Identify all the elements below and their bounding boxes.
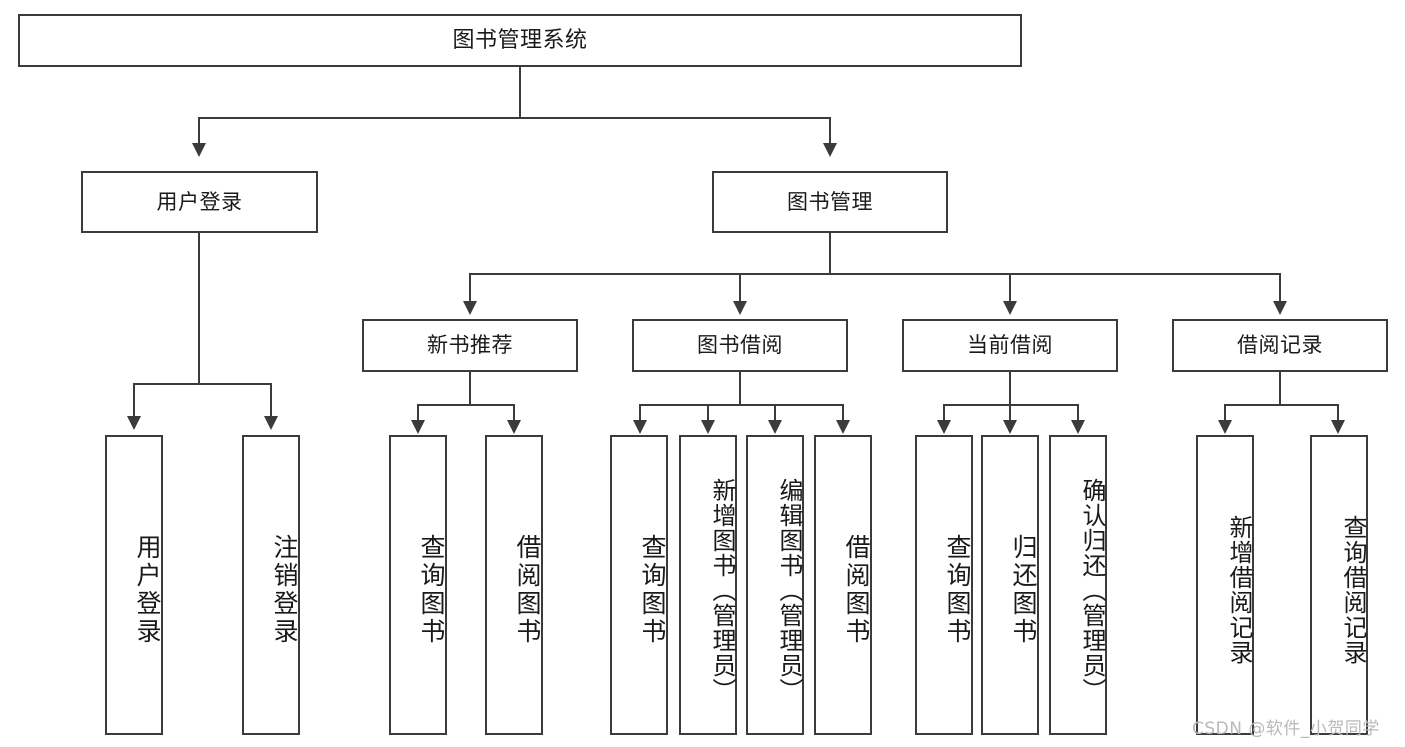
connector-br-drop-2 xyxy=(1337,404,1339,422)
node-borrow-record[interactable]: 借阅记录 xyxy=(1172,319,1388,372)
leaf-br-add-record[interactable]: 新增借阅记录 xyxy=(1196,435,1254,735)
connector-bb-drop-1 xyxy=(639,404,641,422)
connector-nbr-drop-2 xyxy=(513,404,515,422)
leaf-br-query-record[interactable]: 查询借阅记录 xyxy=(1310,435,1368,735)
leaf-cb-confirm-return[interactable]: 确认归还（管理员） xyxy=(1049,435,1107,735)
arrowhead-user-login xyxy=(192,143,206,157)
arrowhead-new-book-recommend xyxy=(463,301,477,315)
leaf-logout[interactable]: 注销登录 xyxy=(242,435,300,735)
connector-br-stem xyxy=(1279,372,1281,405)
connector-cb-drop-1 xyxy=(943,404,945,422)
connector-nbr-bus xyxy=(417,404,515,406)
node-current-borrow[interactable]: 当前借阅 xyxy=(902,319,1118,372)
connector-br-bus xyxy=(1224,404,1339,406)
connector-root-stem xyxy=(519,67,521,118)
node-root-system[interactable]: 图书管理系统 xyxy=(18,14,1022,67)
arrowhead-bb-query-book xyxy=(633,420,647,434)
connector-l3-drop-2 xyxy=(739,273,741,303)
arrowhead-book-manage xyxy=(823,143,837,157)
arrowhead-leaf-user-login xyxy=(127,416,141,430)
leaf-bb-add-book[interactable]: 新增图书（管理员） xyxy=(679,435,737,735)
connector-br-drop-1 xyxy=(1224,404,1226,422)
arrowhead-cb-confirm-return xyxy=(1071,420,1085,434)
arrowhead-br-query-record xyxy=(1331,420,1345,434)
leaf-cb-return-book[interactable]: 归还图书 xyxy=(981,435,1039,735)
arrowhead-bb-edit-book xyxy=(768,420,782,434)
leaf-bb-edit-book[interactable]: 编辑图书（管理员） xyxy=(746,435,804,735)
arrowhead-borrow-record xyxy=(1273,301,1287,315)
connector-nbr-stem xyxy=(469,372,471,405)
arrowhead-cb-return-book xyxy=(1003,420,1017,434)
arrowhead-leaf-logout xyxy=(264,416,278,430)
node-book-manage[interactable]: 图书管理 xyxy=(712,171,948,233)
leaf-nbr-borrow-book[interactable]: 借阅图书 xyxy=(485,435,543,735)
connector-user-login-drop-1 xyxy=(133,383,135,418)
connector-user-login-drop-2 xyxy=(270,383,272,418)
connector-book-manage-stem xyxy=(829,233,831,274)
connector-user-login-bus xyxy=(133,383,272,385)
connector-bb-drop-4 xyxy=(842,404,844,422)
leaf-bb-borrow-book[interactable]: 借阅图书 xyxy=(814,435,872,735)
connector-root-to-user-login xyxy=(198,117,200,145)
connector-nbr-drop-1 xyxy=(417,404,419,422)
arrowhead-book-borrow xyxy=(733,301,747,315)
connector-cb-drop-3 xyxy=(1077,404,1079,422)
node-book-borrow[interactable]: 图书借阅 xyxy=(632,319,848,372)
connector-bb-bus xyxy=(639,404,844,406)
connector-book-manage-bus xyxy=(469,273,1281,275)
arrowhead-current-borrow xyxy=(1003,301,1017,315)
leaf-bb-query-book[interactable]: 查询图书 xyxy=(610,435,668,735)
csdn-watermark: CSDN @软件_小贺同学 xyxy=(1192,719,1380,739)
node-user-login[interactable]: 用户登录 xyxy=(81,171,318,233)
arrowhead-br-add-record xyxy=(1218,420,1232,434)
connector-cb-stem xyxy=(1009,372,1011,405)
arrowhead-nbr-query-book xyxy=(411,420,425,434)
connector-cb-bus xyxy=(943,404,1079,406)
leaf-nbr-query-book[interactable]: 查询图书 xyxy=(389,435,447,735)
connector-l3-drop-3 xyxy=(1009,273,1011,303)
leaf-user-login[interactable]: 用户登录 xyxy=(105,435,163,735)
arrowhead-nbr-borrow-book xyxy=(507,420,521,434)
arrowhead-bb-add-book xyxy=(701,420,715,434)
node-new-book-recommend[interactable]: 新书推荐 xyxy=(362,319,578,372)
connector-user-login-stem xyxy=(198,233,200,384)
arrowhead-cb-query-book xyxy=(937,420,951,434)
connector-bb-drop-3 xyxy=(774,404,776,422)
connector-root-to-book-manage xyxy=(829,117,831,145)
leaf-cb-query-book[interactable]: 查询图书 xyxy=(915,435,973,735)
arrowhead-bb-borrow-book xyxy=(836,420,850,434)
connector-bb-drop-2 xyxy=(707,404,709,422)
connector-bb-stem xyxy=(739,372,741,405)
connector-l3-drop-1 xyxy=(469,273,471,303)
connector-root-bus xyxy=(198,117,831,119)
connector-cb-drop-2 xyxy=(1009,404,1011,422)
connector-l3-drop-4 xyxy=(1279,273,1281,303)
